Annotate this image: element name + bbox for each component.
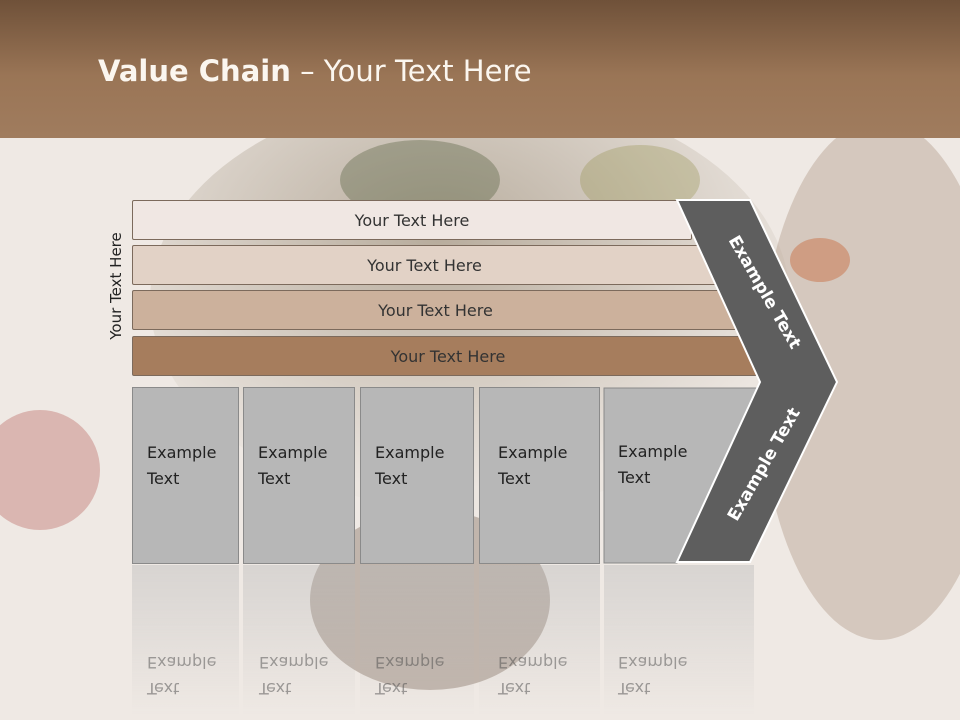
cell-text-line2: Text: [498, 469, 531, 488]
cell-text-line2: Text: [375, 469, 408, 488]
cell-text-line1: Example: [258, 443, 328, 462]
cell-text-line1: Example: [375, 443, 445, 462]
primary-cell-1[interactable]: Example Text: [132, 387, 239, 564]
support-row-3[interactable]: Your Text Here: [132, 290, 739, 330]
side-label: Your Text Here: [107, 232, 125, 340]
cell-text-line2: Text: [147, 469, 180, 488]
primary-cell-4[interactable]: Example Text: [479, 387, 600, 564]
support-row-4[interactable]: Your Text Here: [132, 336, 764, 376]
support-row-1[interactable]: Your Text Here: [132, 200, 692, 240]
primary-cell-5[interactable]: Example Text: [618, 439, 687, 491]
primary-cell-2[interactable]: Example Text: [243, 387, 355, 564]
cell-text-line1: Example: [147, 443, 217, 462]
margin-chevron: [675, 199, 839, 563]
cell-text-line2: Text: [258, 469, 291, 488]
slide-title: Value Chain – Your Text Here: [98, 54, 532, 88]
primary-cell-3[interactable]: Example Text: [360, 387, 474, 564]
header-band: [0, 0, 960, 138]
cell-text-line2: Text: [618, 468, 651, 487]
cell-text-line1: Example: [618, 442, 688, 461]
support-row-2[interactable]: Your Text Here: [132, 245, 717, 285]
cell-text-line1: Example: [498, 443, 568, 462]
